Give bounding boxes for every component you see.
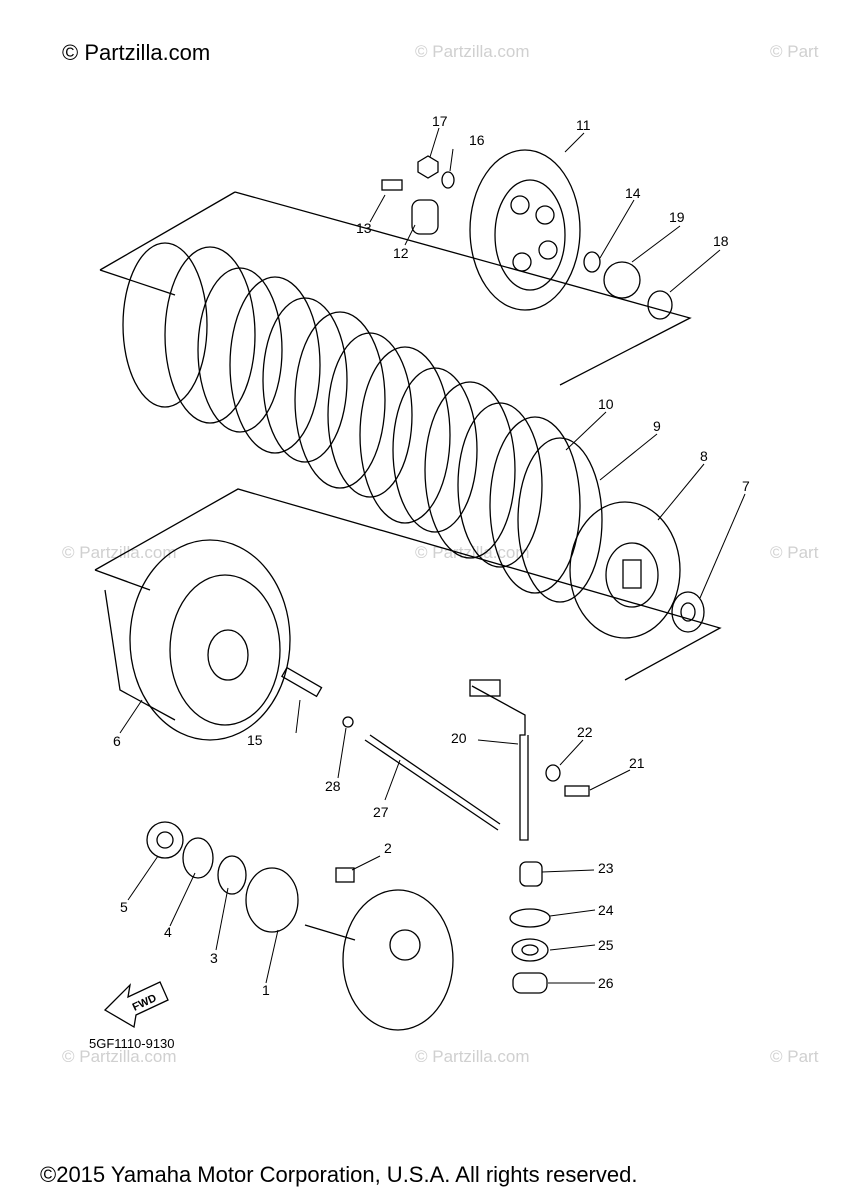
key-2 (335, 867, 355, 883)
push-lever-20 (469, 679, 529, 841)
nut (417, 155, 439, 179)
push-rod-15 (281, 666, 323, 698)
part-label-1: 1 (262, 982, 270, 998)
plate-stack-frame (99, 191, 236, 271)
housing-frame (94, 488, 722, 681)
watermark: © Part (770, 1047, 819, 1066)
part-label-17: 17 (432, 113, 448, 129)
bearing-26 (512, 972, 548, 994)
clutch-housing (104, 539, 291, 741)
primary-drive-gear-1 (245, 867, 299, 933)
crankshaft (304, 889, 454, 1031)
watermark: © Partzilla.com (62, 543, 177, 562)
watermark: © Partzilla.com (415, 42, 530, 61)
part-label-14: 14 (625, 185, 641, 201)
watermark: © Partzilla.com (415, 1047, 530, 1066)
part-label-27: 27 (373, 804, 389, 820)
part-label-19: 19 (669, 209, 685, 225)
part-label-21: 21 (629, 755, 645, 771)
spring-23 (519, 861, 543, 887)
bolt-21 (564, 785, 590, 797)
part-label-20: 20 (451, 730, 467, 746)
part-label-4: 4 (164, 924, 172, 940)
lock-washer (671, 591, 705, 633)
washer-22 (545, 764, 561, 782)
watermark: © Partzilla.com (62, 1047, 177, 1066)
part-label-23: 23 (598, 860, 614, 876)
watermark: © Part (770, 543, 819, 562)
part-label-16: 16 (469, 132, 485, 148)
leader-lines (119, 127, 746, 984)
part-label-8: 8 (700, 448, 708, 464)
part-label-22: 22 (577, 724, 593, 740)
diagram-code: 5GF1110-9130 (89, 1036, 175, 1051)
part-label-3: 3 (210, 950, 218, 966)
bolt (381, 179, 403, 191)
plate-stack-frame (99, 269, 176, 296)
partzilla-brand: © Partzilla.com (62, 40, 211, 65)
seal-25 (511, 938, 549, 962)
spring (411, 199, 439, 235)
part-label-10: 10 (598, 396, 614, 412)
part-label-2: 2 (384, 840, 392, 856)
clutch-boss (569, 501, 681, 639)
part-label-28: 28 (325, 778, 341, 794)
part-label-18: 18 (713, 233, 729, 249)
washer-4 (182, 837, 214, 879)
clutch-plates (122, 242, 603, 603)
part-label-11: 11 (576, 117, 591, 133)
ball-28 (342, 716, 354, 728)
part-label-12: 12 (393, 245, 409, 261)
washer-18 (647, 290, 673, 320)
part-label-6: 6 (113, 733, 121, 749)
plate-stack-frame (234, 191, 692, 386)
push-rod-27 (364, 734, 501, 831)
washer-14 (583, 251, 601, 273)
part-label-25: 25 (598, 937, 614, 953)
washer (441, 171, 455, 189)
housing-frame (94, 569, 151, 591)
part-label-7: 7 (742, 478, 750, 494)
copyright-notice: ©2015 Yamaha Motor Corporation, U.S.A. A… (40, 1162, 638, 1187)
part-label-13: 13 (356, 220, 372, 236)
watermark: © Part (770, 42, 819, 61)
forward-arrow-icon: FWD (103, 981, 169, 1029)
washer-3 (217, 855, 247, 895)
bearing-19 (603, 261, 641, 299)
part-label-15: 15 (247, 732, 263, 748)
part-label-26: 26 (598, 975, 614, 991)
part-label-5: 5 (120, 899, 128, 915)
part-numbers: 1 2 3 4 5 6 7 8 9 10 11 12 13 14 15 16 1… (113, 113, 750, 998)
pressure-plate (469, 149, 581, 311)
part-label-9: 9 (653, 418, 661, 434)
part-label-24: 24 (598, 902, 614, 918)
nut-5 (146, 821, 184, 859)
circlip-24 (509, 908, 551, 928)
